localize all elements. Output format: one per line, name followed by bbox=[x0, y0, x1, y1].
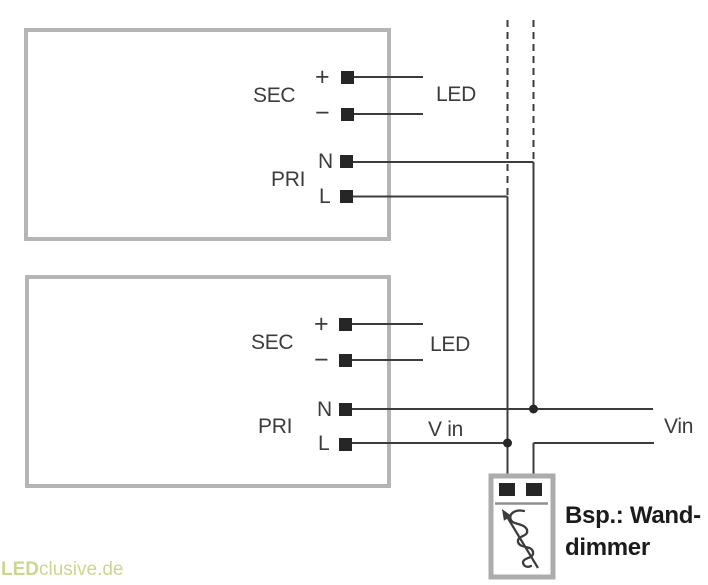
bottom-driver-sec-label: SEC bbox=[251, 331, 294, 354]
bottom-driver-n-terminal bbox=[339, 403, 352, 416]
watermark-bold-part: LED bbox=[1, 559, 39, 580]
v-in-inline-label: V in bbox=[428, 418, 463, 441]
l-junction-dot bbox=[503, 438, 512, 448]
dimmer-arrow-head bbox=[502, 509, 512, 521]
vin-label: Vin bbox=[664, 415, 694, 438]
n-junction-dot bbox=[529, 404, 538, 414]
bottom-driver-plus-terminal bbox=[339, 318, 352, 331]
dimmer-caption-line1: Bsp.: Wand- bbox=[565, 502, 701, 529]
dimmer-arrow-shaft bbox=[505, 514, 539, 569]
top-driver-pri-label: PRI bbox=[271, 168, 306, 191]
bottom-driver-box bbox=[25, 275, 391, 488]
bottom-driver-n-label: N bbox=[317, 398, 332, 421]
top-driver-plus-label: + bbox=[315, 63, 330, 91]
dimmer-coil-squiggle bbox=[509, 509, 535, 568]
top-driver-l-terminal bbox=[340, 190, 353, 203]
top-driver-box bbox=[24, 28, 391, 241]
bottom-driver-plus-label: + bbox=[314, 310, 329, 338]
top-driver-l-label: L bbox=[319, 185, 331, 208]
watermark-rest-part: clusive.de bbox=[39, 559, 124, 580]
watermark: LEDclusive.de bbox=[1, 560, 124, 579]
top-driver-n-label: N bbox=[318, 150, 333, 173]
dimmer-left-terminal bbox=[499, 483, 515, 496]
dimmer-caption-line2: dimmer bbox=[565, 534, 650, 561]
top-driver-minus-terminal bbox=[341, 108, 354, 121]
bottom-driver-pri-label: PRI bbox=[258, 415, 293, 438]
bottom-driver-minus-label: − bbox=[314, 346, 329, 374]
bottom-led-label: LED bbox=[430, 333, 470, 356]
dimmer-right-terminal bbox=[526, 483, 542, 496]
bottom-driver-minus-terminal bbox=[339, 354, 352, 367]
top-driver-minus-label: − bbox=[315, 99, 330, 127]
top-led-label: LED bbox=[436, 83, 476, 106]
bottom-driver-l-terminal bbox=[339, 438, 352, 451]
top-driver-plus-terminal bbox=[341, 71, 354, 84]
dimmer-symbol-icon bbox=[502, 509, 539, 569]
top-driver-sec-label: SEC bbox=[253, 84, 296, 107]
bottom-driver-l-label: L bbox=[318, 432, 330, 455]
top-driver-n-terminal bbox=[340, 155, 353, 168]
